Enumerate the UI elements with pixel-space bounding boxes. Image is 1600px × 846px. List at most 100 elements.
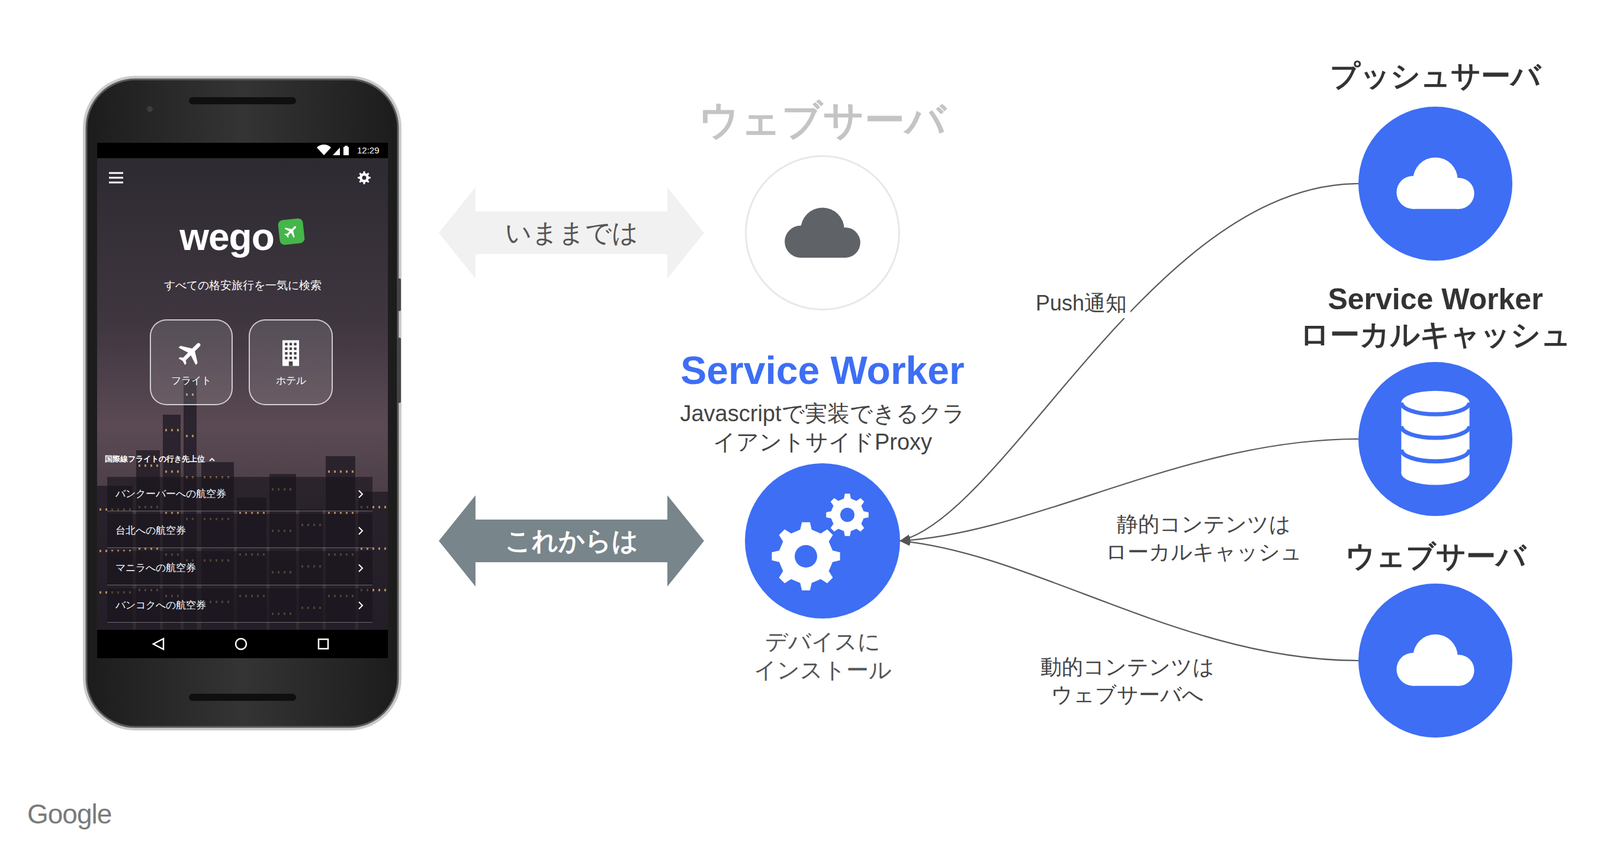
edge-label: 動的コンテンツは ウェブサーバへ [1029, 651, 1226, 710]
cloud-part [1412, 664, 1459, 686]
db-band [1401, 449, 1470, 462]
window [289, 342, 292, 345]
node-heading: Service Worker ローカルキャッシュ [1293, 281, 1578, 353]
cloud-icon [775, 203, 870, 263]
edge-label: 静的コンテンツは ローカルキャッシュ [1099, 509, 1309, 568]
app-button: ホテル [248, 319, 333, 406]
chevron-icon [357, 525, 365, 536]
chevron-icon [357, 562, 365, 574]
speaker [188, 97, 297, 105]
lit-window [378, 588, 381, 591]
menu-icon [108, 172, 124, 183]
recent-icon [318, 638, 329, 649]
screen-text: 12:29 [357, 144, 380, 157]
graphic-part [108, 172, 124, 175]
lit-window [99, 590, 102, 594]
window [293, 351, 297, 355]
phone-screen: 12:29 wego すべての格安旅行を一気に検索国際線フライトの行き先上位 フライト… [86, 79, 398, 727]
lit-window [144, 464, 147, 467]
lit-window [150, 464, 153, 467]
db-top [1401, 390, 1470, 415]
row-label: マニラへの航空券 [115, 561, 197, 575]
cloud-part [800, 236, 846, 257]
server-circle [1358, 583, 1513, 738]
window [293, 347, 297, 350]
db-band [1401, 402, 1470, 414]
server-node: ウェブサーバ [698, 95, 947, 311]
battery-icon [343, 146, 349, 156]
graphic-part [108, 177, 124, 179]
node-caption: デバイスに インストール [733, 627, 912, 684]
signal-icon [332, 147, 340, 156]
screen-text: すべての格安旅行を一気に検索 [97, 278, 388, 293]
button-label: ホテル [275, 374, 307, 388]
edge-label: これからは [501, 524, 642, 557]
lit-window [384, 505, 387, 509]
text-row: 国際線フライトの行き先上位 [104, 453, 216, 465]
lit-window [339, 470, 342, 473]
logo-plane [281, 222, 301, 242]
screen-text: wego [179, 214, 275, 260]
database-icon [1358, 361, 1513, 517]
db-body [1401, 402, 1470, 473]
chevron [358, 601, 363, 609]
double-arrow [438, 187, 705, 279]
button-label: フライト [171, 374, 212, 388]
window [289, 351, 292, 355]
lit-window [185, 434, 188, 438]
list-row: マニラへの航空券 [107, 550, 373, 586]
phone-body [86, 79, 398, 727]
chevron-icon [357, 599, 365, 611]
window [293, 356, 297, 359]
node-heading: Javascriptで実装できるクラ イアントサイドProxy [656, 399, 989, 456]
lit-window [328, 470, 330, 473]
db-band [1401, 425, 1470, 438]
footer-logo: Google [27, 797, 112, 831]
lit-window [372, 547, 375, 550]
chevron [358, 564, 363, 572]
building [282, 339, 300, 366]
connector [900, 183, 1359, 541]
server-node: プッシュサーバ [1329, 58, 1541, 261]
server-circle [1358, 106, 1513, 261]
lit-window [333, 470, 336, 473]
server-circle [1358, 361, 1513, 516]
window [284, 351, 288, 355]
lit-window [177, 428, 179, 432]
building-icon [275, 337, 307, 369]
lit-window [345, 470, 348, 473]
graphic-part [108, 181, 124, 184]
gear-hole [362, 175, 367, 181]
chevron-icon [357, 488, 365, 500]
window [284, 347, 288, 350]
window [289, 356, 292, 359]
cloud-icon [1386, 153, 1484, 214]
gear-hole [794, 544, 818, 568]
caret-icon [208, 456, 216, 462]
double-arrow [438, 495, 705, 587]
gear [357, 171, 371, 185]
door [288, 361, 294, 366]
edge-label: いままでは [501, 216, 642, 249]
node-heading: ウェブサーバ [1345, 538, 1526, 574]
server-node: ウェブサーバ [1345, 538, 1526, 738]
row-label: バンクーバーへの航空券 [115, 487, 227, 501]
status-bar [97, 142, 388, 159]
window [284, 342, 288, 345]
camera [146, 105, 153, 112]
lit-window [99, 508, 102, 511]
gear [826, 493, 869, 536]
lit-window [165, 428, 167, 432]
lit-window [171, 428, 173, 432]
lit-window [372, 505, 375, 509]
back-icon [153, 638, 164, 650]
airplane-icon [175, 337, 207, 369]
lit-window [171, 470, 173, 473]
lit-window [384, 547, 387, 550]
airplane [281, 222, 301, 242]
edge-label: Push通知 [1032, 288, 1131, 319]
lit-window [165, 470, 167, 473]
server-circle [744, 463, 901, 619]
server-circle [744, 155, 901, 311]
window [289, 347, 292, 350]
